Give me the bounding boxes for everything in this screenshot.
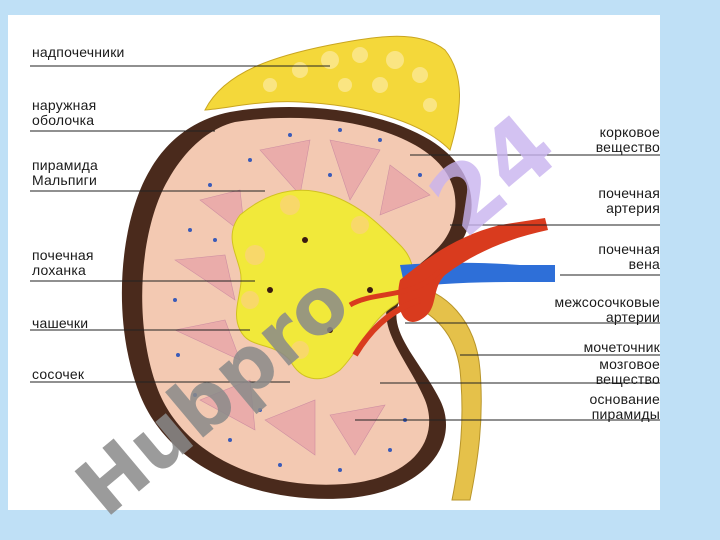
label-renal-artery: почечная артерия bbox=[598, 185, 660, 216]
label-medulla: мозговое вещество bbox=[595, 356, 660, 387]
label-renal-vein: почечная вена bbox=[598, 241, 660, 272]
label-calyces: чашечки bbox=[32, 315, 89, 331]
label-pyramid-base: основание пирамиды bbox=[589, 391, 660, 422]
label-outer-capsule: наружная оболочка bbox=[32, 97, 97, 128]
label-papilla: сосочек bbox=[32, 366, 85, 382]
label-renal-pelvis: почечная лоханка bbox=[32, 247, 94, 278]
label-malpighi-pyramid: пирамида Мальпиги bbox=[32, 157, 98, 188]
label-cortex: корковое вещество bbox=[595, 124, 660, 155]
renal-artery bbox=[398, 218, 548, 322]
label-ureter: мочеточник bbox=[583, 339, 660, 355]
label-interlobar-arteries: межсосочковые артерии bbox=[554, 294, 660, 325]
label-adrenal: надпочечники bbox=[32, 44, 125, 60]
renal-pelvis bbox=[231, 189, 414, 380]
